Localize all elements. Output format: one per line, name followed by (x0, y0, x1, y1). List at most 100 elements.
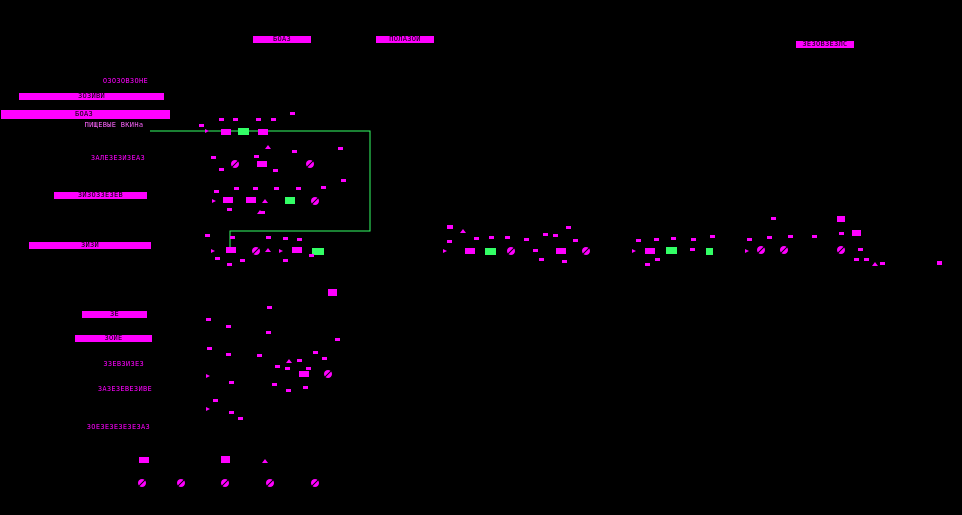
flow-arrow-icon-71 (443, 249, 447, 253)
sidebar-label-12: ЗОЕЗЕЗЕЗЕЗЕЗАЗ (86, 424, 150, 431)
sidebar-bar-6[interactable]: ЗИЗОЗЗЕЗЕВ (54, 192, 147, 199)
active-valve-10[interactable] (238, 128, 249, 135)
tag-marker-113 (880, 262, 885, 265)
valve-block-77[interactable] (556, 248, 566, 254)
sidebar-label-10: ЗЗЕВЗИЗЕЗ (103, 361, 144, 368)
tag-marker-4 (233, 118, 238, 121)
tag-marker-98 (839, 232, 844, 235)
tag-marker-127 (275, 365, 280, 368)
tag-marker-58 (309, 254, 314, 257)
tag-marker-123 (313, 351, 318, 354)
tag-marker-111 (864, 258, 869, 261)
status-box-59[interactable] (328, 289, 337, 296)
pump-icon-slash-49 (252, 247, 260, 255)
tag-marker-38 (227, 208, 232, 211)
tag-marker-39 (260, 211, 265, 214)
tag-marker-86 (710, 235, 715, 238)
tag-marker-13 (292, 150, 297, 153)
tag-marker-84 (671, 237, 676, 240)
triangle-icon-112 (872, 262, 878, 266)
sidebar-label-4: ПИЩЕВЫЕ ВКИНа (84, 122, 144, 129)
tag-marker-115 (267, 306, 272, 309)
flow-arrow-icon-31 (212, 199, 216, 203)
sidebar-bar-9[interactable]: ЗОИЕ (75, 335, 152, 342)
tag-marker-24 (341, 179, 346, 182)
valve-block-33[interactable] (246, 197, 256, 203)
active-valve-89[interactable] (666, 247, 677, 254)
tag-marker-85 (691, 238, 696, 241)
sidebar-bar-3-selected[interactable]: БОАЗ (1, 110, 170, 119)
tag-marker-116 (206, 318, 211, 321)
tag-marker-96 (788, 235, 793, 238)
status-box-108[interactable] (852, 230, 861, 236)
sidebar-bar-7[interactable]: ЗИЗИ (29, 242, 151, 249)
tag-marker-124 (322, 357, 327, 360)
pump-icon-slash-134 (324, 370, 332, 378)
tag-marker-110 (854, 258, 859, 261)
tag-marker-57 (283, 259, 288, 262)
valve-block-52[interactable] (292, 247, 302, 253)
tag-marker-121 (226, 353, 231, 356)
tag-marker-106 (771, 217, 776, 220)
status-box-107[interactable] (837, 216, 845, 222)
tag-marker-55 (240, 259, 245, 262)
triangle-icon-50 (265, 248, 271, 252)
tag-marker-109 (858, 248, 863, 251)
tag-marker-131 (229, 381, 234, 384)
valve-block-32[interactable] (223, 197, 233, 203)
header-tag-mid[interactable]: ПОЛАЗОИ (376, 36, 434, 43)
tag-marker-135 (272, 383, 277, 386)
active-valve-53[interactable] (312, 248, 324, 255)
triangle-icon-34 (262, 199, 268, 203)
active-valve-73[interactable] (485, 248, 496, 255)
pipe-line-0 (150, 130, 371, 248)
triangle-icon-145 (262, 459, 268, 463)
pump-icon-slash-155 (311, 479, 319, 487)
tag-marker-6 (271, 118, 276, 121)
tag-marker-62 (447, 240, 452, 243)
header-tag-right[interactable]: ЗЕЗОВЗЕЗЛС (796, 41, 854, 48)
tag-marker-28 (296, 187, 301, 190)
tag-marker-42 (230, 236, 235, 239)
tag-marker-26 (253, 187, 258, 190)
tag-marker-129 (306, 367, 311, 370)
tag-marker-56 (227, 263, 232, 266)
valve-block-132[interactable] (299, 371, 309, 377)
valve-block-47[interactable] (226, 247, 236, 253)
tag-marker-3 (219, 118, 224, 121)
valve-block-142[interactable] (139, 457, 149, 463)
valve-block-11[interactable] (258, 129, 268, 135)
valve-block-9[interactable] (221, 129, 231, 135)
triangle-icon-61 (460, 229, 466, 233)
flow-arrow-icon-51 (279, 249, 283, 253)
tag-marker-141 (238, 417, 243, 420)
sidebar-bar-8[interactable]: ЗЕ (82, 311, 147, 318)
tag-marker-64 (489, 236, 494, 239)
tag-marker-136 (286, 389, 291, 392)
pump-icon-slash-18 (231, 160, 239, 168)
tag-marker-97 (812, 235, 817, 238)
tag-marker-119 (335, 338, 340, 341)
header-tag-left[interactable]: БОАЗ (253, 36, 311, 43)
pump-icon-slash-105 (837, 246, 845, 254)
valve-block-19[interactable] (257, 161, 267, 167)
flow-arrow-icon-46 (211, 249, 215, 253)
pump-icon-slash-103 (780, 246, 788, 254)
tag-marker-23 (219, 168, 224, 171)
active-valve-91[interactable] (706, 248, 713, 255)
sidebar-bar-2[interactable]: ЗОЗИВИ (19, 93, 164, 100)
tag-marker-81 (562, 260, 567, 263)
valve-block-144[interactable] (221, 456, 230, 463)
tag-marker-65 (505, 236, 510, 239)
tag-marker-70 (573, 239, 578, 242)
valve-block-72[interactable] (465, 248, 475, 254)
tag-marker-68 (553, 234, 558, 237)
pump-icon-slash-79 (582, 247, 590, 255)
tag-marker-93 (645, 263, 650, 266)
tag-marker-15 (211, 156, 216, 159)
status-box-114[interactable] (937, 261, 942, 265)
flow-arrow-icon-139 (206, 407, 210, 411)
active-valve-35[interactable] (285, 197, 295, 204)
pump-icon-slash-147 (138, 479, 146, 487)
valve-block-88[interactable] (645, 248, 655, 254)
